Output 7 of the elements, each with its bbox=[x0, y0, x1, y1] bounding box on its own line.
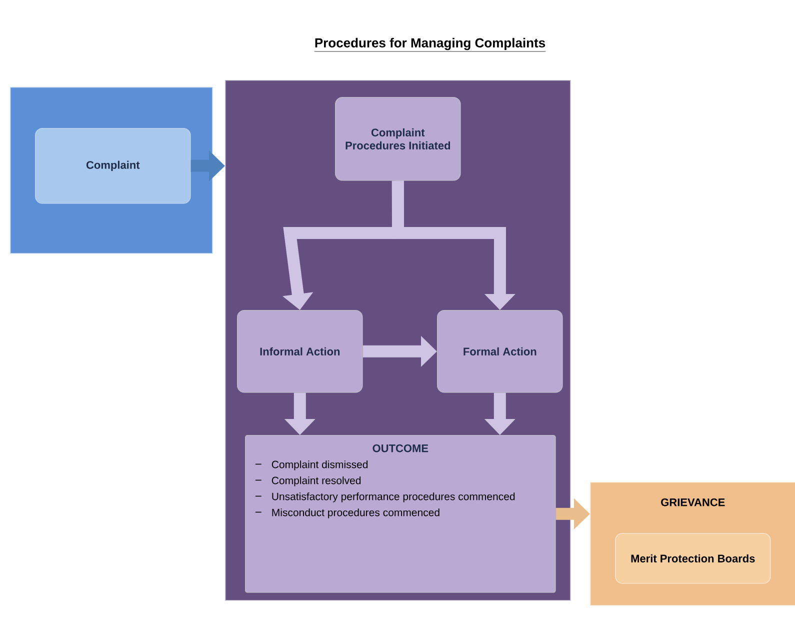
process-box: Merit Protection Boards bbox=[615, 533, 771, 584]
process-box: Complaint bbox=[35, 128, 191, 204]
title: Procedures for Managing Complaints bbox=[314, 38, 546, 52]
process-box: Complaint Procedures Initiated bbox=[335, 97, 461, 181]
process-box: Formal Action bbox=[437, 310, 563, 393]
outcome-box: OUTCOME Complaint dismissed Complaint resolved Unsatisfactory performance procedures commenced Misconduct procedures commenced bbox=[245, 435, 556, 593]
process-box: Informal Action bbox=[237, 310, 363, 393]
